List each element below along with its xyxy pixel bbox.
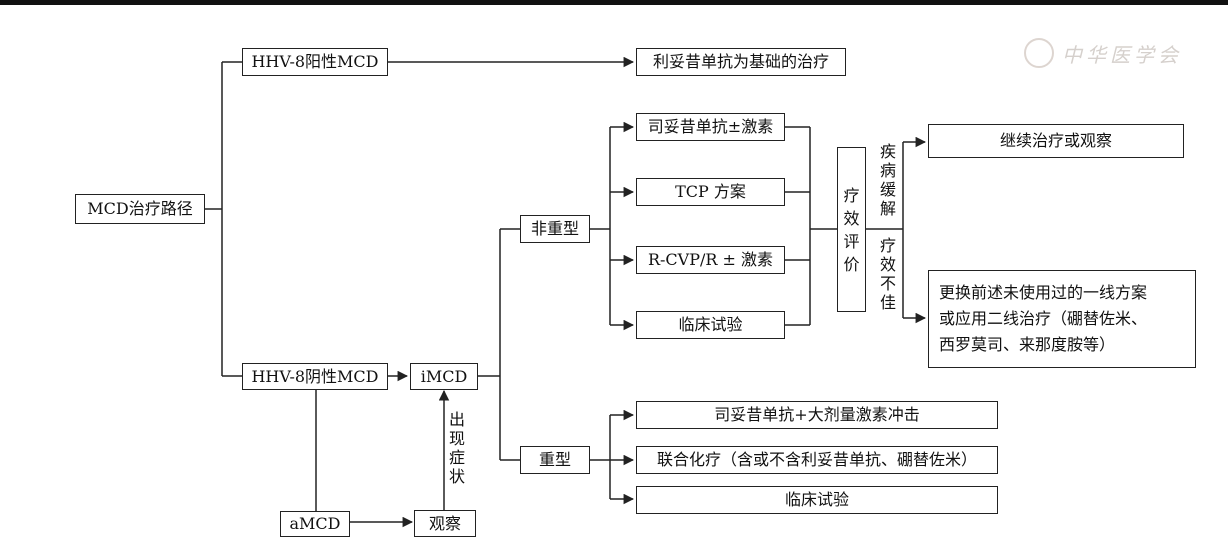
label-char: 病: [880, 161, 897, 180]
node-rituximab-based: 利妥昔单抗为基础的治疗: [636, 48, 846, 76]
eval-char: 效: [843, 208, 860, 228]
node-ns-trial: 临床试验: [636, 311, 785, 339]
node-continue: 继续治疗或观察: [928, 124, 1184, 158]
eval-char: 价: [843, 254, 860, 274]
label-char: 效: [880, 255, 897, 274]
seal-icon: [1024, 38, 1054, 68]
label-char: 缓: [880, 180, 897, 199]
node-hhv8-negative: HHV-8阴性MCD: [242, 363, 388, 390]
label-char: 状: [449, 467, 466, 486]
label-symptom: 出 现 症 状: [449, 410, 466, 486]
node-ns-rcvp: R-CVP/R ± 激素: [636, 246, 785, 274]
top-border: [0, 0, 1228, 5]
label-char: 疗: [880, 236, 897, 255]
node-observe: 观察: [414, 510, 476, 537]
eval-char: 疗: [843, 185, 860, 205]
node-ns-siltuximab: 司妥昔单抗±激素: [636, 113, 785, 141]
node-sv-trial: 临床试验: [636, 486, 998, 514]
switch-line: 更换前述未使用过的一线方案: [939, 283, 1148, 302]
node-imcd: iMCD: [410, 363, 478, 390]
label-char: 佳: [880, 293, 897, 312]
watermark-text: 中华医学会: [1062, 42, 1182, 67]
node-amcd: aMCD: [280, 511, 350, 537]
node-hhv8-positive: HHV-8阳性MCD: [242, 48, 388, 76]
node-ns-tcp: TCP 方案: [636, 178, 785, 206]
switch-line: 或应用二线治疗（硼替佐米、: [939, 309, 1148, 328]
label-char: 症: [449, 448, 466, 467]
label-char: 现: [449, 429, 466, 448]
watermark-logo: 中华医学会: [1024, 38, 1182, 68]
label-remission: 疾 病 缓 解: [880, 142, 897, 218]
label-char: 疾: [880, 142, 897, 161]
label-char: 出: [449, 410, 466, 429]
node-switch-therapy: 更换前述未使用过的一线方案 或应用二线治疗（硼替佐米、 西罗莫司、来那度胺等）: [928, 270, 1196, 368]
label-char: 不: [880, 274, 897, 293]
node-root: MCD治疗路径: [75, 194, 205, 224]
node-sv-combo-chemo: 联合化疗（含或不含利妥昔单抗、硼替佐米）: [636, 446, 998, 474]
node-evaluation: 疗 效 评 价: [837, 147, 866, 312]
label-poor-response: 疗 效 不 佳: [880, 236, 897, 312]
node-severe: 重型: [520, 446, 590, 474]
switch-line: 西罗莫司、来那度胺等）: [939, 335, 1116, 354]
node-nonsevere: 非重型: [520, 215, 590, 243]
node-sv-siltuximab-pulse: 司妥昔单抗+大剂量激素冲击: [636, 401, 998, 429]
eval-char: 评: [843, 231, 860, 251]
label-char: 解: [880, 199, 897, 218]
